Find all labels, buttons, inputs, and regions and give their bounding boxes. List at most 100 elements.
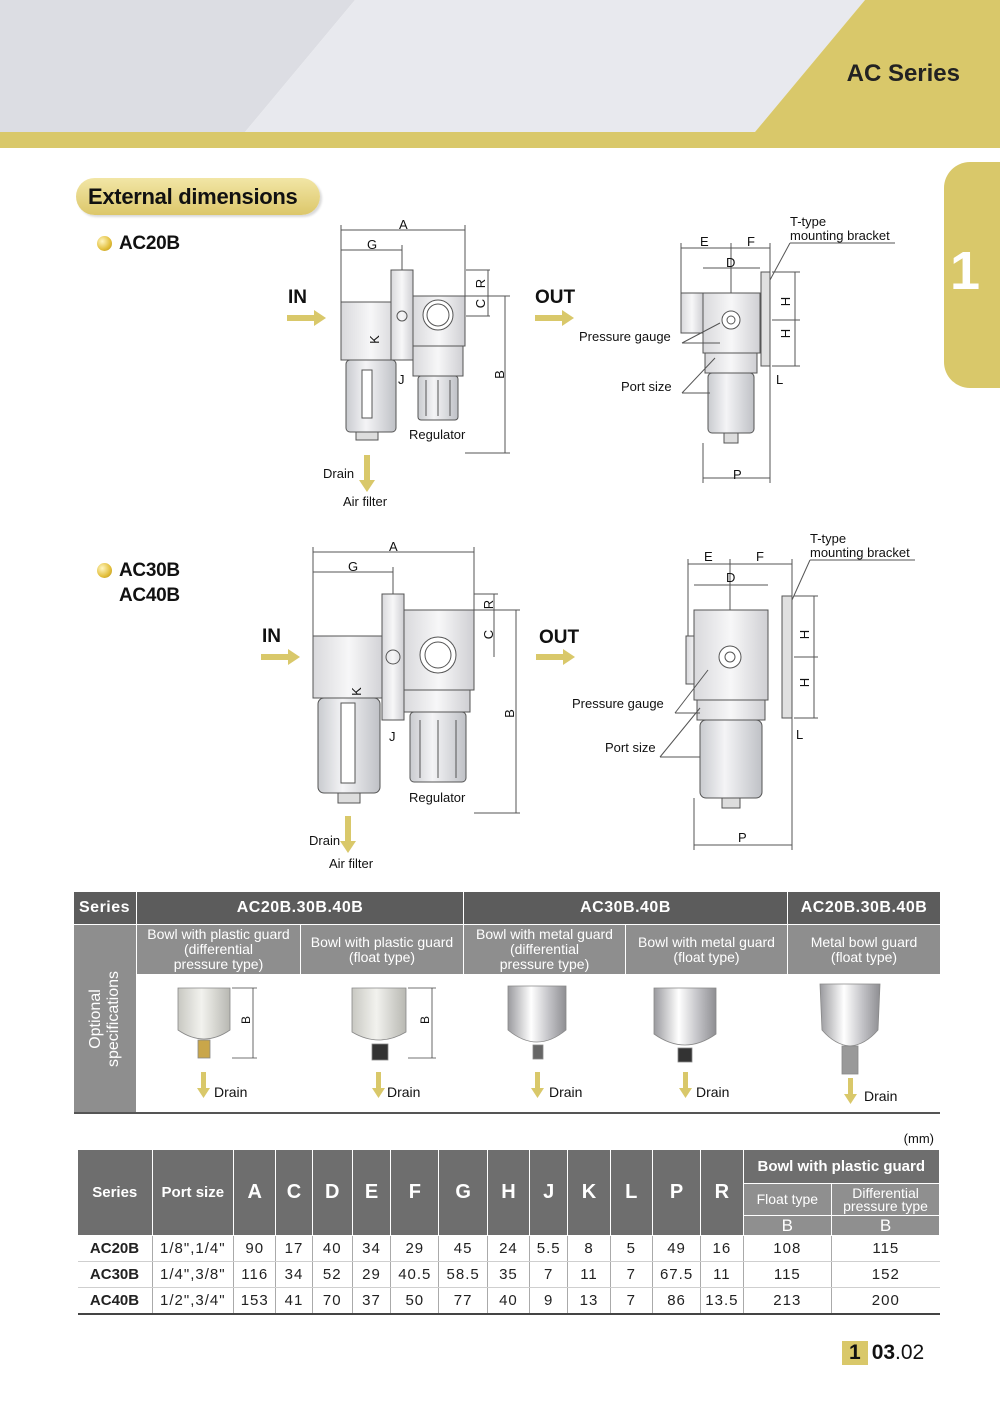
table-cell: 11 (700, 1261, 744, 1288)
table-bottom-rule (74, 1112, 940, 1114)
table-cell: 5.5 (529, 1235, 569, 1262)
table-cell: 152 (831, 1261, 940, 1288)
table-cell: 13.5 (700, 1287, 744, 1315)
series-cell: AC40B (77, 1287, 153, 1315)
table-cell: 34 (352, 1235, 392, 1262)
drain-label: Drain (323, 466, 355, 481)
header-p: P (651, 1149, 702, 1236)
table-cell: 37 (352, 1287, 392, 1315)
series-cell: AC20B (77, 1235, 153, 1262)
dim-p: P (733, 467, 742, 482)
table-cell: 86 (652, 1287, 702, 1315)
table-cell: 213 (743, 1287, 833, 1315)
dim-d: D (726, 255, 736, 270)
model-ac30b: AC30B (119, 560, 180, 581)
table-cell: 29 (390, 1235, 440, 1262)
header-d: D (311, 1149, 353, 1236)
dim-p: P (738, 830, 747, 845)
dim-e: E (700, 234, 709, 249)
table-cell: 13 (567, 1287, 611, 1315)
series-cell: AC30B (77, 1261, 153, 1288)
table-cell: 70 (312, 1287, 353, 1315)
table-cell: 52 (312, 1261, 353, 1288)
table-cell: 45 (438, 1235, 488, 1262)
table-cell: 40 (487, 1287, 531, 1315)
type-header-2: Bowl with plastic guard (float type) (301, 925, 463, 974)
chapter-tab-number: 1 (950, 241, 981, 301)
chapter-tab[interactable]: 1 (944, 162, 1000, 388)
model-ac20b: AC20B (119, 233, 180, 254)
table-cell: 29 (352, 1261, 392, 1288)
dim-f: F (756, 549, 764, 564)
bullet-icon (97, 563, 112, 578)
header-port-size: Port size (151, 1149, 235, 1236)
header-g: G (438, 1149, 488, 1236)
dim-a: A (389, 539, 398, 554)
header-e: E (351, 1149, 392, 1236)
table-cell: 1/8",1/4" (152, 1235, 235, 1262)
technical-drawing (261, 225, 915, 853)
table-cell: 58.5 (438, 1261, 488, 1288)
out-label: OUT (539, 627, 580, 648)
series-header: Series (74, 892, 136, 924)
in-label: IN (288, 287, 307, 308)
dimensions-table: Series Port size A C D E F G H J K L P R… (77, 1149, 941, 1315)
page-chapter: 1 (842, 1341, 868, 1365)
bracket-label: T-type mounting bracket (810, 531, 910, 560)
header-k: K (567, 1149, 611, 1236)
drain-label: Drain (214, 1084, 248, 1100)
table-cell: 153 (233, 1287, 277, 1315)
model-ac40b: AC40B (119, 585, 180, 606)
header-differential-type: Differential pressure type (831, 1183, 940, 1216)
pressure-gauge-label: Pressure gauge (579, 329, 671, 344)
optional-spec-side-label: Optional specifications (74, 925, 136, 1113)
unit-label: (mm) (903, 1131, 934, 1146)
table-cell: 1/2",3/4" (152, 1287, 235, 1315)
series-title: AC Series (846, 60, 960, 87)
header-a: A (233, 1149, 277, 1236)
header-series: Series (77, 1149, 153, 1236)
page-main: 03 (871, 1341, 896, 1364)
dim-j: J (389, 729, 396, 744)
table-cell: 77 (438, 1287, 488, 1315)
page-sub: .02 (895, 1341, 925, 1364)
table-cell: 40 (312, 1235, 353, 1262)
in-label: IN (262, 626, 281, 647)
type-header-1: Bowl with plastic guard (differential pr… (137, 925, 300, 974)
dim-f: F (747, 234, 755, 249)
header-bowl-plastic-guard: Bowl with plastic guard (742, 1149, 941, 1184)
table-cell: 7 (610, 1287, 653, 1315)
regulator-label: Regulator (409, 790, 466, 805)
table-cell: 50 (390, 1287, 440, 1315)
dim-j: J (398, 372, 405, 387)
dim-g: G (348, 559, 359, 574)
table-cell: 8 (567, 1235, 611, 1262)
section-title: External dimensions (88, 184, 298, 209)
table-cell: 49 (652, 1235, 702, 1262)
table-cell: 67.5 (652, 1261, 702, 1288)
header-band (0, 0, 1000, 150)
table-cell: 17 (275, 1235, 313, 1262)
table-cell: 9 (529, 1287, 569, 1315)
group-header-2: AC30B.40B (464, 892, 787, 924)
dim-g: G (367, 237, 378, 252)
table-cell: 11 (567, 1261, 611, 1288)
dim-e: E (704, 549, 713, 564)
out-label: OUT (535, 287, 576, 308)
type-header-3: Bowl with metal guard (differential pres… (464, 925, 625, 974)
dim-b-label: B (418, 1015, 433, 1025)
port-size-label: Port size (605, 740, 656, 755)
dim-a: A (399, 217, 408, 232)
group-header-1: AC20B.30B.40B (137, 892, 463, 924)
header-h: H (486, 1149, 531, 1236)
header-float-type: Float type (742, 1183, 833, 1216)
port-size-label: Port size (621, 379, 672, 394)
header-j: J (529, 1149, 569, 1236)
regulator-label: Regulator (409, 427, 466, 442)
table-cell: 90 (233, 1235, 277, 1262)
bracket-label: T-type mounting bracket (790, 214, 890, 243)
header-c: C (275, 1149, 313, 1236)
